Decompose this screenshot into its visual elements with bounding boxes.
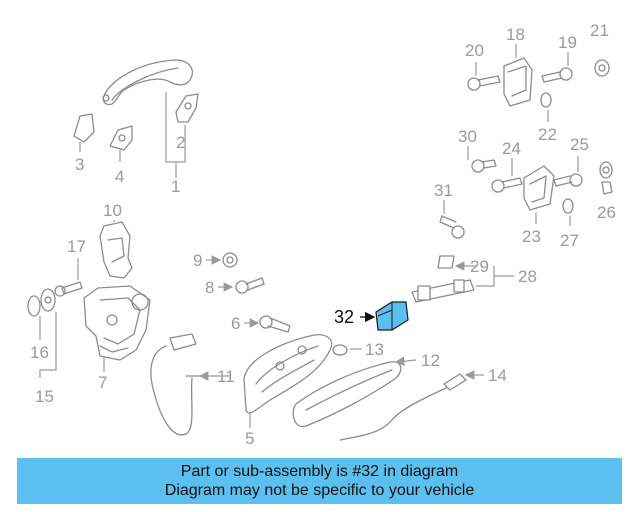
latch-assembly-part-7[interactable]: [83, 285, 151, 372]
label-2: 2: [176, 133, 185, 152]
washer-part-26[interactable]: [599, 161, 613, 195]
parts-diagram: 1 2 3 4 5 6 7 8 9 10 11 12 13 14 15 16 1…: [27, 21, 616, 448]
label-20: 20: [465, 41, 484, 60]
label-17: 17: [67, 237, 86, 256]
actuator-part-10[interactable]: [99, 220, 133, 279]
label-24: 24: [502, 139, 521, 158]
banner-line-2: Diagram may not be specific to your vehi…: [164, 482, 475, 499]
label-11: 11: [217, 367, 235, 386]
bolt-part-31[interactable]: [439, 200, 465, 239]
label-26: 26: [597, 203, 616, 222]
label-3: 3: [75, 155, 84, 174]
label-18: 18: [506, 25, 525, 44]
gasket-part-4[interactable]: [109, 125, 133, 151]
label-31: 31: [434, 181, 453, 200]
screw-part-17[interactable]: [54, 258, 83, 297]
label-1: 1: [171, 177, 180, 196]
inner-handle-carrier-part-5[interactable]: [243, 334, 333, 428]
washer-part-13[interactable]: [332, 344, 362, 356]
bracket-part-3[interactable]: [73, 113, 95, 143]
bezel-part-12[interactable]: [292, 356, 417, 428]
nut-part-9[interactable]: [206, 252, 238, 268]
label-29: 29: [470, 257, 489, 276]
cable-part-14[interactable]: [339, 370, 484, 441]
bolt-part-8[interactable]: [218, 277, 265, 294]
label-27: 27: [560, 231, 579, 250]
bolt-part-19[interactable]: [541, 52, 573, 83]
banner-line-1: Part or sub-assembly is #32 in diagram: [180, 463, 459, 480]
label-22: 22: [538, 125, 557, 144]
label-14: 14: [488, 366, 507, 385]
upper-hinge-part-18[interactable]: [503, 44, 533, 107]
label-4: 4: [115, 167, 124, 186]
label-23: 23: [522, 227, 541, 246]
label-28: 28: [518, 267, 537, 286]
label-13: 13: [365, 340, 384, 359]
pin-part-6[interactable]: [244, 315, 291, 333]
label-5: 5: [245, 429, 254, 448]
label-25: 25: [570, 135, 589, 154]
label-16: 16: [30, 343, 49, 362]
label-6: 6: [231, 314, 240, 333]
label-32: 32: [334, 307, 354, 327]
grommet-part-16[interactable]: [27, 288, 56, 317]
check-link-part-28[interactable]: [411, 255, 514, 303]
bolt-part-25[interactable]: [553, 156, 583, 187]
label-30: 30: [458, 127, 477, 146]
lower-hinge-part-23[interactable]: [523, 165, 555, 224]
bushing-part-27[interactable]: [562, 198, 574, 226]
washer-part-21[interactable]: [594, 59, 610, 77]
door-bumper-part-32[interactable]: [360, 301, 409, 331]
handle-cap-part[interactable]: [175, 93, 199, 123]
label-19: 19: [558, 33, 577, 52]
label-10: 10: [103, 201, 122, 220]
bolt-part-24[interactable]: [491, 158, 523, 193]
label-15: 15: [35, 387, 54, 406]
bolt-part-30[interactable]: [467, 146, 497, 173]
info-banner: Part or sub-assembly is #32 in diagram D…: [17, 458, 622, 504]
bushing-part-22[interactable]: [540, 92, 552, 122]
cable-part-11[interactable]: [150, 333, 230, 436]
label-7: 7: [98, 373, 107, 392]
label-21: 21: [590, 21, 609, 40]
label-9: 9: [193, 251, 202, 270]
label-12: 12: [421, 351, 440, 370]
label-8: 8: [205, 278, 214, 297]
outside-handle-part[interactable]: [102, 59, 193, 106]
bolt-part-20[interactable]: [467, 62, 501, 91]
